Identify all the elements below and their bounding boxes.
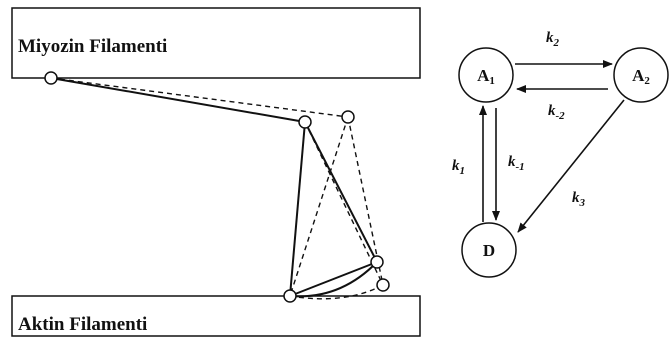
myosin-filament-label: Miyozin Filamenti: [18, 36, 167, 57]
rate-k-1-label: k-1: [508, 154, 525, 173]
hinge-node-dashed: [341, 110, 355, 124]
hinge-node-solid: [298, 115, 312, 129]
kinetic-scheme: A1 A2 D k2 k-2 k1 k-1 k3: [452, 30, 669, 278]
state-D-label: D: [483, 241, 495, 260]
state-A2-circle: [613, 47, 669, 103]
actin-binding-node: [283, 289, 297, 303]
myosin-filament: [11, 7, 421, 79]
hinge-node-origin: [44, 71, 58, 85]
state-A1-label: A1: [477, 66, 495, 87]
rate-k2-label: k2: [546, 30, 560, 49]
state-D-circle: [461, 222, 517, 278]
actin-filament-label: Aktin Filamenti: [18, 314, 147, 335]
solid-crossbridge: [50, 77, 378, 298]
solid-link-left: [289, 121, 306, 297]
rate-k3-label: k3: [572, 190, 586, 209]
rate-k1-label: k1: [452, 158, 465, 177]
dashed-head-arc: [289, 284, 384, 300]
state-A1-circle: [458, 47, 514, 103]
solid-lever-arm: [50, 77, 306, 123]
dashed-crossbridge: [50, 77, 384, 300]
dashed-link-left: [289, 116, 349, 297]
crossbridge-diagram: Miyozin Filamenti Aktin Filamenti: [11, 7, 421, 337]
solid-head-arc: [289, 261, 378, 298]
arrow-A2-to-D: [517, 99, 625, 233]
dashed-link-right: [347, 116, 384, 286]
actin-filament: [11, 295, 421, 337]
dashed-lever-arm: [50, 77, 349, 118]
head-node-solid: [370, 255, 384, 269]
solid-cross: [289, 261, 378, 297]
solid-link-right: [304, 121, 378, 263]
head-node-dashed: [376, 278, 390, 292]
rate-k-2-label: k-2: [548, 103, 565, 122]
state-A2-label: A2: [632, 66, 650, 87]
